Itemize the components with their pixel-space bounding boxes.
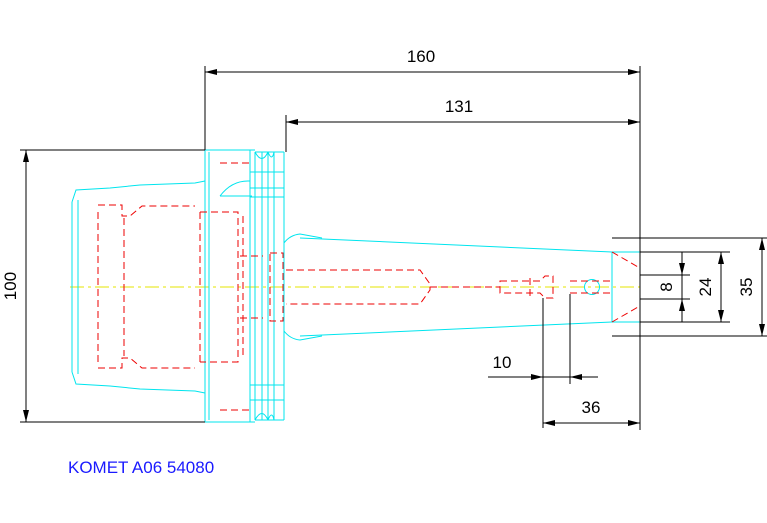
dim-flange-diameter: 100 — [1, 272, 20, 300]
dim-overall-length: 160 — [407, 47, 435, 66]
dim-slot-width: 10 — [493, 353, 512, 372]
dim-shank-length: 131 — [445, 97, 473, 116]
part-number-caption: KOMET A06 54080 — [68, 458, 214, 477]
dim-bore-diameter: 8 — [657, 282, 676, 291]
dim-tip-diameter: 35 — [737, 278, 756, 297]
dimension-lines — [20, 66, 767, 430]
hidden-lines — [97, 162, 641, 411]
dimension-arrows — [23, 69, 765, 426]
tool-outline — [71, 149, 640, 423]
dim-tip-offset: 36 — [582, 398, 601, 417]
dim-inner-diameter: 24 — [696, 278, 715, 297]
